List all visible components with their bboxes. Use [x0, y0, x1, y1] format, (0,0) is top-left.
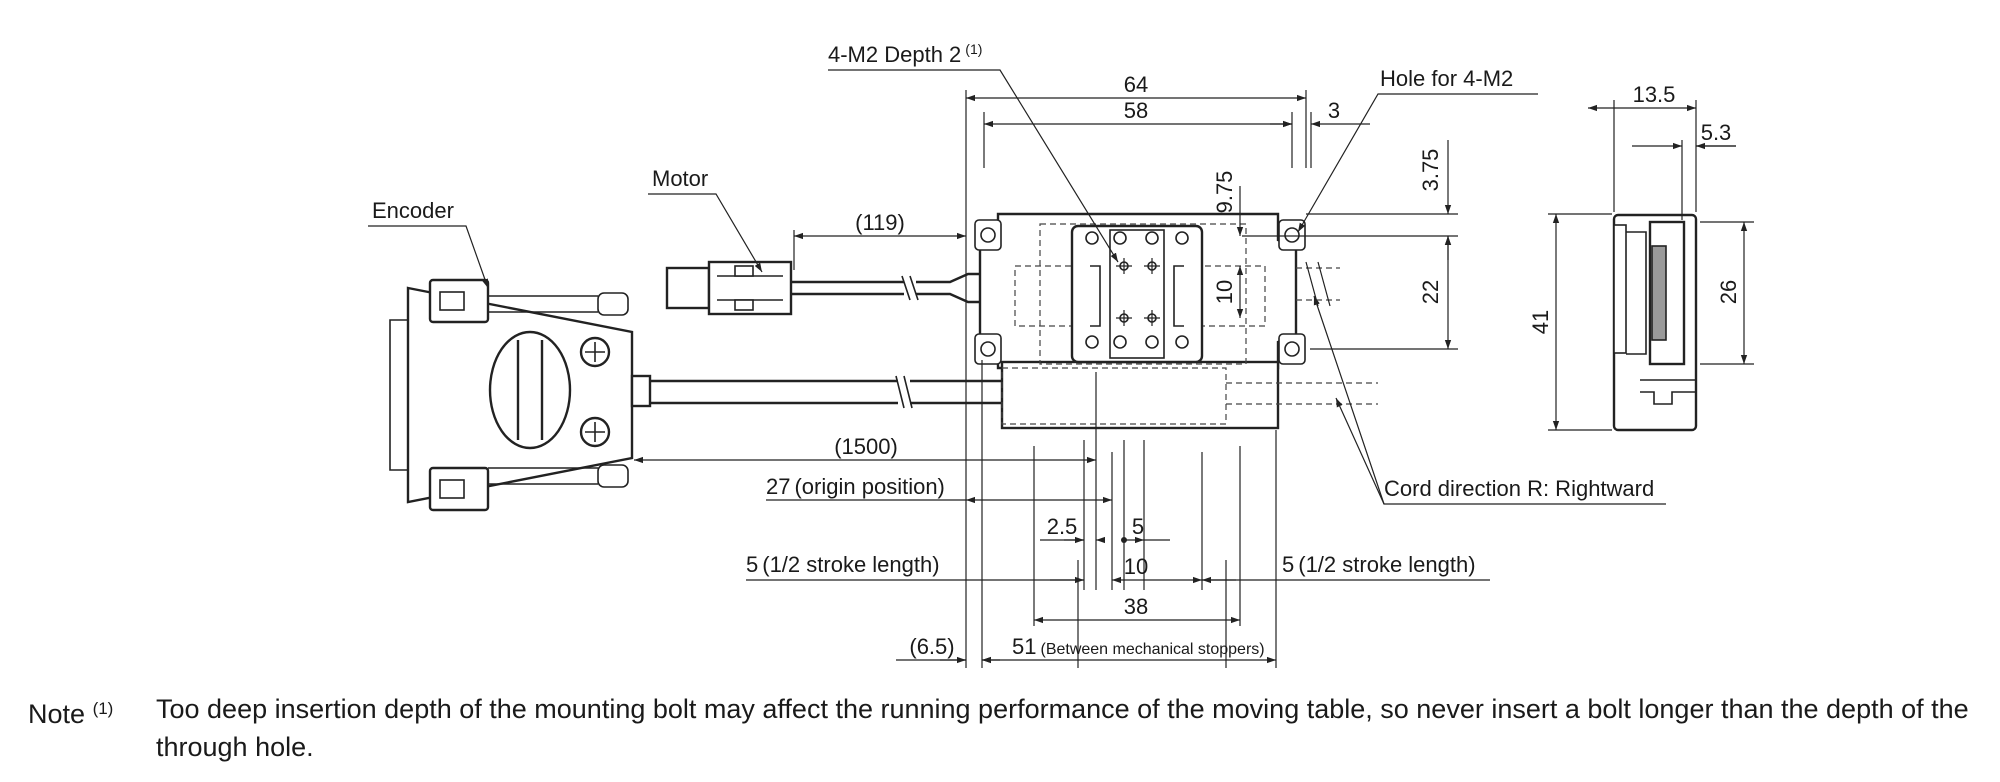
dim-table-length: 38 — [1124, 594, 1148, 619]
dim-hole-offset-y: 9.75 — [1212, 171, 1237, 214]
dim-encoder-cable-length: (1500) — [834, 434, 898, 459]
dim-side-depth: 13.5 — [1633, 82, 1676, 107]
dim-table-offset: 2.5 — [1047, 514, 1078, 539]
label-through-hole: Hole for 4-M2 — [1380, 66, 1513, 91]
footnote-text: Too deep insertion depth of the mounting… — [156, 694, 1969, 762]
dim-hole-pitch-length: 58 — [1124, 98, 1148, 123]
label-cord-direction: Cord direction R: Rightward — [1384, 476, 1654, 501]
actuator-side-view — [1612, 213, 1698, 432]
dim-side-table-width: 26 — [1716, 280, 1741, 304]
dim-top-hole-offset: 3.75 — [1418, 149, 1443, 192]
motor-connector — [665, 260, 1002, 316]
dim-hole-pitch-width: 22 — [1418, 280, 1443, 304]
dim-end-offset: (6.5) — [909, 634, 954, 659]
footnote: Note (1) Too deep insertion depth of the… — [28, 690, 1978, 766]
dim-origin-position: 27(origin position) — [766, 474, 945, 499]
footnote-label: Note (1) — [28, 699, 114, 729]
dim-motor-cable-length: (119) — [855, 210, 905, 235]
dim-extension-lines — [965, 90, 1754, 668]
dim-stopper-span: 51(Between mechanical stoppers) — [1012, 634, 1265, 659]
dim-hole-edge-offset: 3 — [1328, 98, 1340, 123]
dim-half-stroke-left: 5(1/2 stroke length) — [746, 552, 940, 577]
dim-table-hole-half-pitch: 5 — [1132, 514, 1144, 539]
footnote-ref: (1) — [92, 699, 114, 718]
dim-table-hole-pitch-y: 10 — [1212, 280, 1237, 304]
label-mounting-hole: 4-M2 Depth 2(1) — [828, 41, 982, 67]
actuator-body-top — [974, 212, 1378, 430]
dim-table-hole-pitch: 10 — [1124, 554, 1148, 579]
dim-overall-length: 64 — [1124, 72, 1148, 97]
dim-overall-width: 41 — [1528, 310, 1553, 334]
encoder-connector — [389, 278, 1002, 512]
dimension-drawing: 64 58 3 (119) 9.75 10 3.75 22 13.5 5.3 4… — [368, 41, 1754, 668]
dim-half-stroke-right: 5(1/2 stroke length) — [1282, 552, 1476, 577]
label-encoder: Encoder — [372, 198, 454, 223]
dim-side-flange: 5.3 — [1701, 120, 1732, 145]
table-screws — [1085, 231, 1189, 349]
label-motor: Motor — [652, 166, 708, 191]
m2-holes — [1116, 258, 1160, 326]
